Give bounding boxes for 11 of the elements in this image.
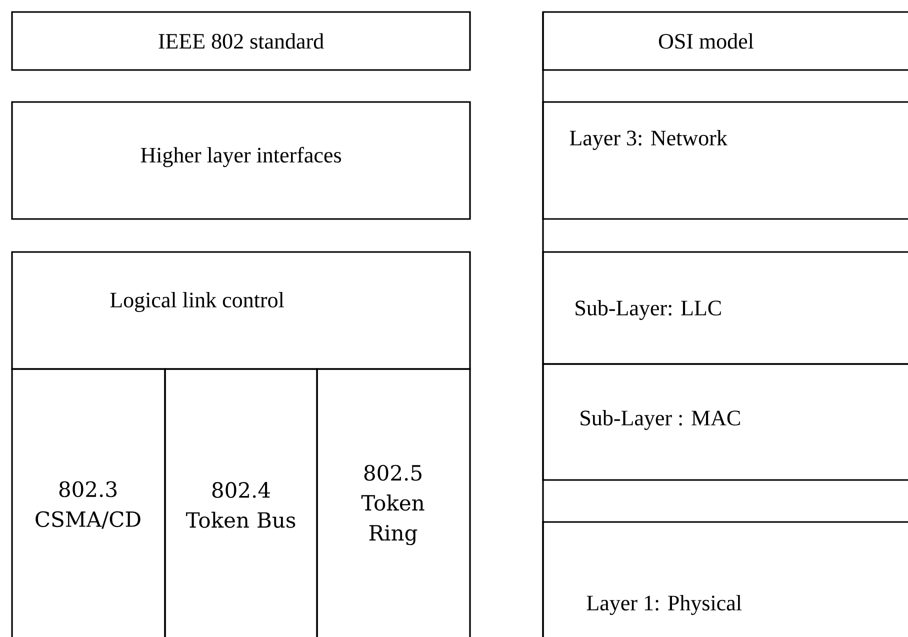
layer-box: 802.4 Token Bus	[164, 368, 318, 637]
layer-box: Higher layer interfaces	[11, 101, 471, 220]
layer-box: 802.5 Token Ring	[316, 368, 471, 637]
osi-layer-box: Layer 3: Network	[542, 101, 908, 220]
osi-layer-box: Sub-Layer: LLC	[542, 251, 908, 365]
osi-layer-box: OSI model	[542, 11, 908, 71]
osi-layer-box: Sub-Layer : MAC	[542, 363, 908, 481]
layer-box: 802.3 CSMA/CD	[11, 368, 166, 637]
osi-layer-box: Layer 1: Physical	[542, 521, 908, 637]
layer-box: Logical link control	[11, 251, 471, 370]
layer-box: IEEE 802 standard	[11, 11, 471, 71]
